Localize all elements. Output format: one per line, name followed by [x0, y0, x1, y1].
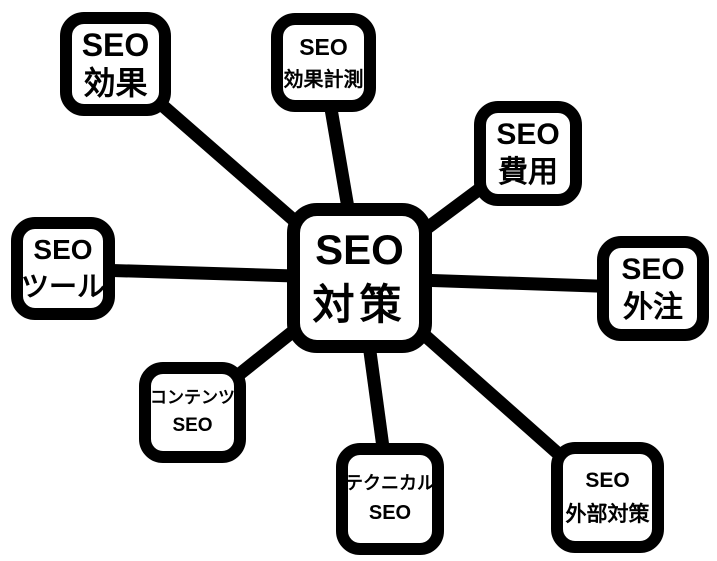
node-seo-kouka-keisoku: SEO 効果計測: [271, 13, 376, 112]
node-label-line2: SEO: [368, 502, 412, 525]
node-label-line2: 費用: [498, 155, 558, 189]
node-technical-seo: テクニカル SEO: [336, 443, 444, 555]
node-label-line2: ツール: [21, 270, 106, 302]
node-label-line1: テクニカル: [345, 472, 435, 493]
node-seo-gaibu-taisaku: SEO 外部対策: [551, 442, 664, 553]
node-label-line2: 外部対策: [565, 502, 650, 526]
node-seo-hiyou: SEO 費用: [474, 101, 582, 206]
node-label-line2: 効果: [83, 65, 148, 101]
node-label-line1: SEO: [299, 34, 348, 61]
node-seo-taisaku: SEO 対策: [287, 203, 432, 353]
node-seo-gaichuu: SEO 外注: [597, 236, 709, 341]
node-contents-seo: コンテンツ SEO: [139, 362, 246, 463]
node-label-line1: SEO: [621, 253, 685, 286]
node-seo-kouka: SEO 効果: [60, 12, 171, 116]
node-label-line2: 対策: [312, 281, 407, 328]
node-label-line1: SEO: [496, 118, 560, 151]
node-label-line2: 効果計測: [283, 68, 364, 91]
node-label-line2: 外注: [623, 290, 683, 324]
node-label-line2: SEO: [172, 414, 213, 436]
node-label-line1: SEO: [33, 234, 93, 266]
node-seo-tool: SEO ツール: [11, 217, 115, 320]
node-label-line1: SEO: [81, 26, 150, 63]
node-label-line1: SEO: [585, 468, 630, 492]
node-label-line1: SEO: [315, 226, 404, 274]
node-label-line1: コンテンツ: [150, 387, 235, 407]
